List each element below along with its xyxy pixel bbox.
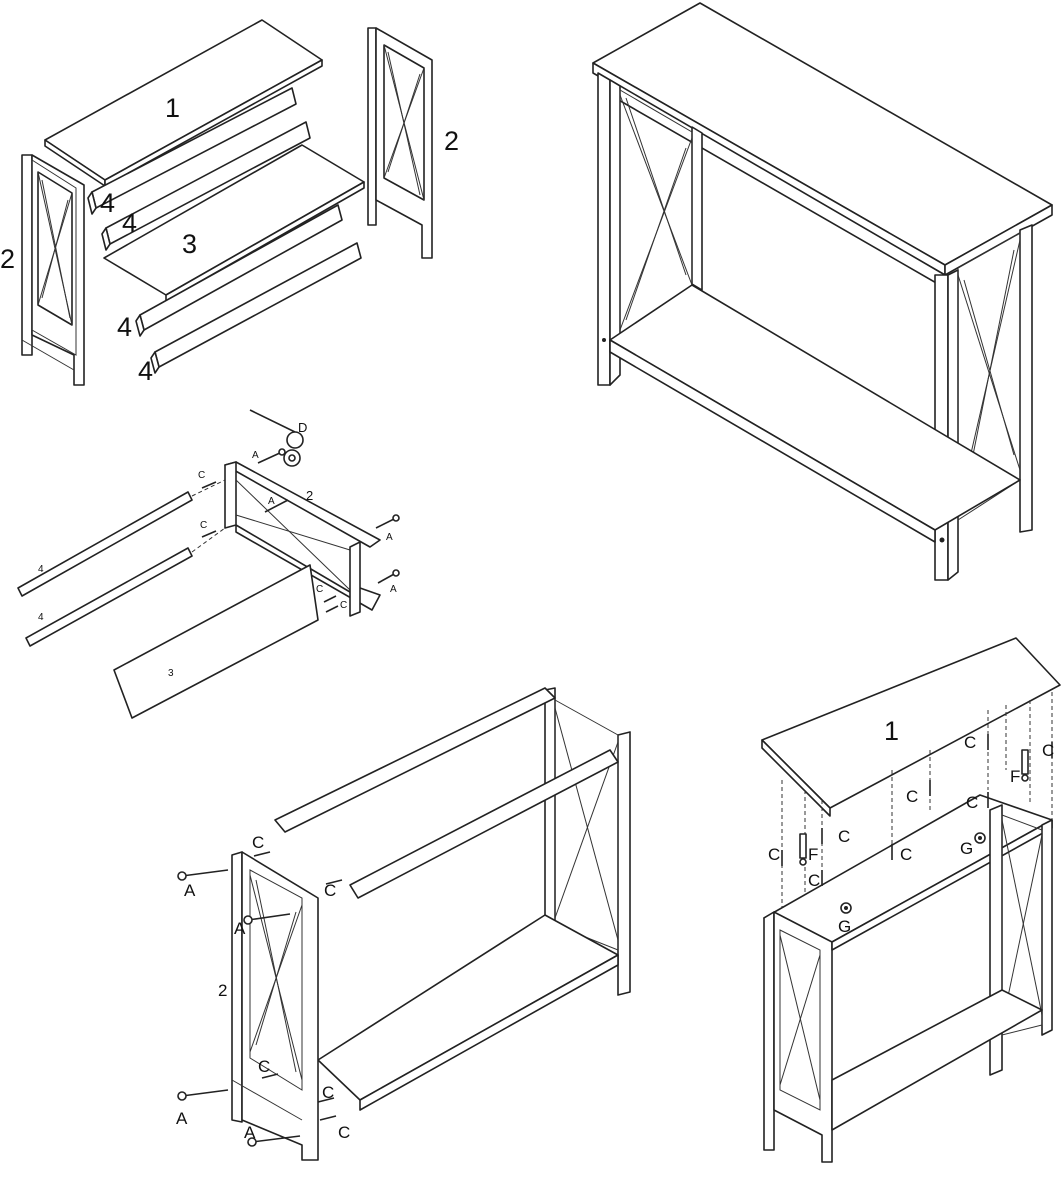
dowel-icon: [325, 605, 339, 613]
label-dowel: C: [200, 520, 207, 531]
label-top: 1: [884, 716, 899, 746]
cam-lock-icon: [249, 409, 304, 467]
label-part-rail: 4: [117, 312, 132, 342]
part-side-panel-right: [367, 27, 433, 259]
label-dowel: C: [322, 1083, 334, 1102]
label-dowel: C: [838, 827, 850, 846]
label-part-top: 1: [165, 93, 180, 123]
label-cam-lock: G: [960, 839, 973, 858]
step-top-attachment: 1: [760, 630, 1062, 1170]
step-frame-assembly: A A A A C C C C C 2: [170, 680, 640, 1170]
part-side-panel-left: [21, 154, 85, 386]
shelf: [113, 564, 319, 719]
part-shelf: [103, 144, 365, 302]
part-rail: [101, 121, 311, 251]
cam-bolt-icon: [799, 833, 807, 866]
part-rail: [135, 204, 343, 337]
label-dowel: C: [316, 584, 323, 595]
label-dowel: C: [768, 845, 780, 864]
rail: [17, 491, 193, 597]
cam-lock-icon: [974, 832, 986, 844]
label-dowel: C: [1042, 741, 1054, 760]
label-dowel: C: [338, 1123, 350, 1142]
finished-table-view: [580, 0, 1062, 590]
screw-icon: [177, 869, 229, 881]
screw-icon: [243, 913, 291, 925]
screw-icon: [375, 514, 400, 529]
cam-lock-icon: [840, 902, 852, 914]
label-cam-bolt: F: [808, 845, 818, 864]
screw-icon: [264, 499, 289, 513]
label-cam-lock: G: [838, 917, 851, 936]
rail: [25, 547, 193, 647]
dowel-icon: [325, 879, 343, 885]
part-top-board: [44, 19, 323, 187]
label-dowel: C: [252, 833, 264, 852]
label-dowel: C: [324, 881, 336, 900]
label-part-side-left: 2: [0, 244, 15, 274]
label-part-rail: 4: [122, 208, 137, 238]
dowel-icon: [261, 1073, 279, 1079]
cam-bolt-icon: [1021, 749, 1029, 782]
label-screw: A: [252, 450, 259, 461]
label-screw: A: [386, 532, 393, 543]
label-side: 2: [218, 981, 227, 1000]
screw-icon: [177, 1089, 229, 1101]
dowel-icon: [323, 595, 337, 603]
dowel-icon: [319, 1115, 337, 1121]
label-dowel: C: [808, 871, 820, 890]
parts-exploded-view: 1 2 2 3 4 4 4 4: [0, 0, 480, 400]
label-screw: A: [390, 584, 397, 595]
label-part-rail: 4: [100, 188, 115, 218]
label-cam-bolt: F: [1010, 767, 1020, 786]
label-screw: A: [184, 881, 196, 900]
label-part-rail: 4: [138, 356, 153, 386]
part-rail: [150, 242, 362, 374]
label-rail: 4: [38, 612, 44, 623]
dowel-icon: [201, 530, 217, 538]
step-rail-assembly: D A A A 2 A C C C: [10, 400, 430, 730]
label-screw: A: [244, 1123, 256, 1142]
dowel-icon: [317, 1097, 335, 1103]
label-part-side-right: 2: [444, 126, 459, 156]
label-screw: A: [268, 496, 275, 507]
label-dowel: C: [340, 600, 347, 611]
label-side: 2: [306, 488, 313, 503]
label-cam: D: [298, 420, 307, 435]
label-dowel: C: [900, 845, 912, 864]
dowel-icon: [253, 851, 271, 857]
screw-icon: [247, 1135, 301, 1147]
label-shelf: 3: [168, 668, 174, 679]
part-rail: [87, 87, 297, 215]
label-part-shelf: 3: [182, 229, 197, 259]
label-dowel: C: [198, 470, 205, 481]
label-screw: A: [176, 1109, 188, 1128]
label-screw: A: [234, 919, 246, 938]
screw-icon: [257, 448, 286, 464]
screw-icon: [377, 569, 400, 584]
label-dowel: C: [258, 1057, 270, 1076]
label-rail: 4: [38, 564, 44, 575]
dowel-icon: [201, 481, 217, 489]
label-dowel: C: [906, 787, 918, 806]
label-dowel: C: [966, 793, 978, 812]
label-dowel: C: [964, 733, 976, 752]
